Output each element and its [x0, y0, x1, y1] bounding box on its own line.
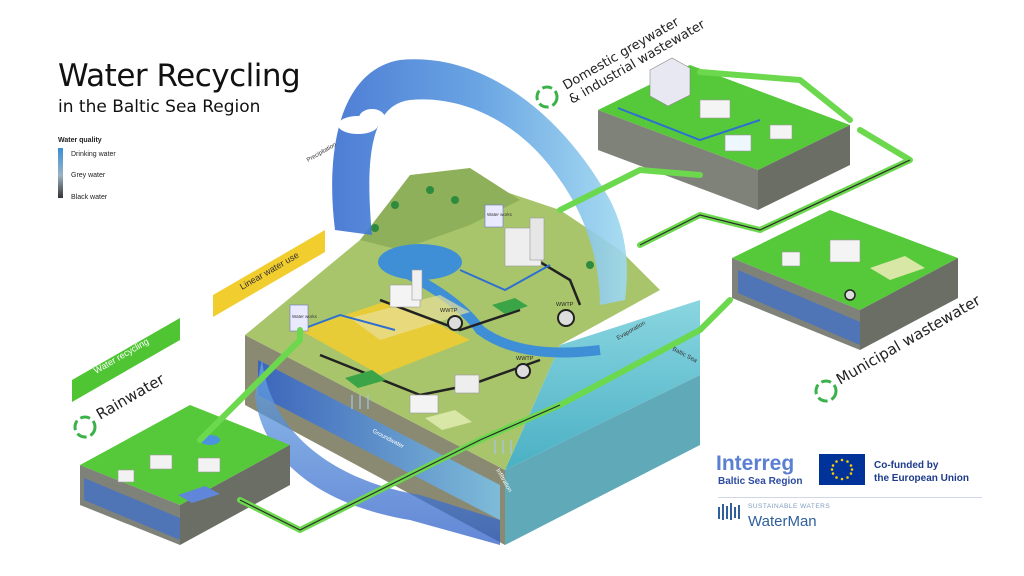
funding-logos: Interreg Baltic Sea Region Co-funded by … — [716, 452, 996, 542]
groundwater-arch — [255, 360, 500, 545]
recycle-icon — [814, 379, 838, 403]
legend-item-grey: Grey water — [71, 172, 106, 179]
wwtp-label: WWTP — [556, 302, 574, 308]
recycle-icon — [535, 85, 559, 109]
municipal-block — [732, 210, 958, 350]
water-works-label: Water works — [487, 212, 513, 217]
interreg-logo: Interreg — [716, 452, 795, 475]
interreg-region: Baltic Sea Region — [718, 476, 803, 487]
recycling-pipes-core — [239, 159, 911, 531]
precipitation-label: Precipitation — [306, 142, 338, 164]
linear-water-use-banner — [213, 230, 325, 317]
recycle-icon — [73, 415, 97, 439]
page-title: Water Recycling — [58, 58, 301, 94]
water-quality-legend: Water quality Drinking water Grey water … — [58, 137, 116, 201]
logo-divider — [718, 497, 982, 498]
main-landscape-block — [245, 168, 700, 545]
infiltration-arrows — [351, 395, 512, 454]
legend-item-black: Black water — [71, 194, 108, 201]
waterman-bars-icon — [718, 503, 742, 521]
waterman-name: WaterMan — [748, 513, 817, 530]
eu-line-1: Co-funded by — [874, 460, 939, 471]
wwtp-label: WWTP — [516, 356, 534, 362]
page-subtitle: in the Baltic Sea Region — [58, 97, 261, 117]
legend-title: Water quality — [58, 137, 102, 144]
wwtp-label: WWTP — [440, 308, 458, 314]
rainwater-block — [80, 405, 290, 545]
water-recycling-banner — [72, 318, 180, 402]
water-works-label: Water works — [292, 314, 318, 319]
eu-flag-icon — [819, 454, 865, 485]
water-cycle-arch — [332, 59, 627, 305]
eu-cofunded-text: Co-funded by the European Union — [874, 459, 994, 485]
waterman-tagline: SUSTAINABLE WATERS — [748, 503, 831, 510]
domestic-industrial-block — [598, 57, 850, 210]
legend-item-drinking: Drinking water — [71, 151, 116, 158]
legend-gradient-bar — [58, 148, 63, 198]
eu-line-2: the European Union — [874, 473, 969, 484]
